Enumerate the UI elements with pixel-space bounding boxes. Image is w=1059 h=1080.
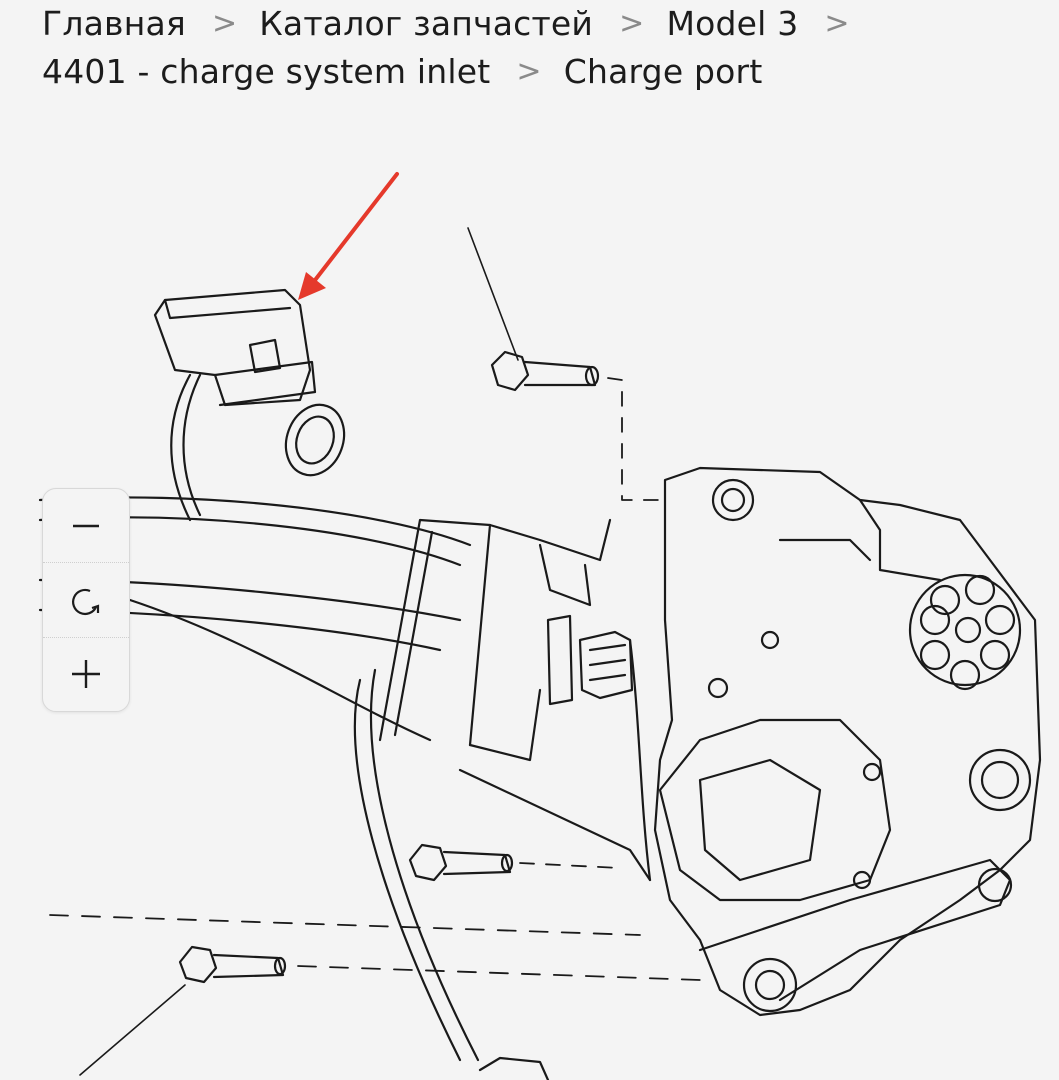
mounting-bracket bbox=[378, 518, 612, 762]
breadcrumb-group[interactable]: 4401 - charge system inlet bbox=[42, 52, 491, 91]
breadcrumb-line-2: 4401 - charge system inlet > Charge port bbox=[42, 48, 1022, 96]
breadcrumb-separator: > bbox=[211, 6, 238, 41]
zoom-out-button[interactable] bbox=[43, 489, 129, 562]
rotate-icon bbox=[72, 588, 100, 616]
highlight-arrow-icon bbox=[298, 172, 399, 300]
lower-mount-arm bbox=[698, 858, 1013, 1013]
harness-connector bbox=[546, 614, 634, 706]
breadcrumb-separator: > bbox=[824, 6, 850, 41]
breadcrumb-model[interactable]: Model 3 bbox=[666, 4, 799, 43]
cable-clip-part bbox=[153, 288, 346, 522]
reset-rotation-button[interactable] bbox=[43, 562, 129, 636]
zoom-in-button[interactable] bbox=[43, 636, 129, 711]
breadcrumb-separator: > bbox=[619, 6, 645, 41]
breadcrumb-current: Charge port bbox=[563, 52, 763, 91]
bolt-top bbox=[490, 350, 600, 392]
breadcrumb-home[interactable]: Главная bbox=[42, 4, 186, 43]
bolt-bottom bbox=[178, 945, 287, 984]
zoom-controls bbox=[42, 488, 130, 712]
charging-socket bbox=[908, 573, 1032, 812]
breadcrumb-line-1: Главная > Каталог запчастей > Model 3 > bbox=[42, 0, 1022, 48]
breadcrumb-parts-catalog[interactable]: Каталог запчастей bbox=[259, 4, 594, 43]
parts-diagram[interactable] bbox=[0, 130, 1059, 1080]
plus-icon bbox=[72, 660, 100, 689]
actuator-cover bbox=[658, 630, 892, 902]
charge-port-body bbox=[653, 466, 1042, 1017]
minus-icon bbox=[73, 524, 99, 527]
bolt-middle bbox=[408, 843, 514, 882]
breadcrumb-separator: > bbox=[516, 54, 542, 89]
breadcrumb: Главная > Каталог запчастей > Model 3 > … bbox=[42, 0, 1022, 96]
